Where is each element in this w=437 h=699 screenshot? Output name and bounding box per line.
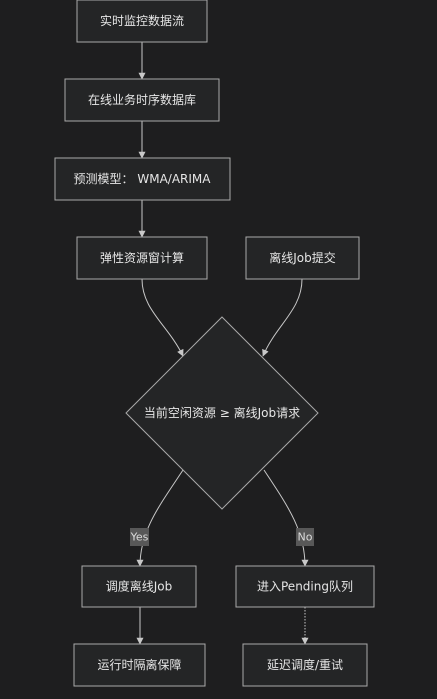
edge-label-yes-text: Yes [130,531,149,544]
node-model: 预测模型： WMA/ARIMA [54,157,231,201]
node-decision-label: 当前空闲资源 ≥ 离线Job请求 [144,405,300,420]
edge-label-yes: Yes [130,528,149,546]
node-elastic: 弹性资源窗计算 [76,236,208,280]
node-pending-label: 进入Pending队列 [257,579,353,594]
node-delay: 延迟调度/重试 [242,643,368,687]
edge-label-no-text: No [298,531,313,544]
edge-elastic-to-decision [141,278,184,357]
edge-decision-to-pending [263,469,309,567]
node-job-submit-label: 离线Job提交 [269,250,336,265]
node-job-submit: 离线Job提交 [245,236,360,280]
node-tsdb: 在线业务时序数据库 [64,78,220,122]
node-delay-label: 延迟调度/重试 [267,657,343,672]
edge-decision-to-schedule [136,469,184,567]
node-isolation-label: 运行时隔离保障 [97,657,181,672]
node-model-label: 预测模型： WMA/ARIMA [74,172,212,186]
node-elastic-label: 弹性资源窗计算 [100,250,184,265]
node-decision: 当前空闲资源 ≥ 离线Job请求 [125,316,319,510]
edge-label-no: No [296,528,314,546]
edges [136,42,309,645]
edge-jobsubmit-to-decision [262,278,303,357]
node-isolation: 运行时隔离保障 [73,643,206,687]
node-schedule-label: 调度离线Job [106,579,173,594]
node-pending: 进入Pending队列 [235,565,375,608]
node-schedule: 调度离线Job [81,565,197,608]
node-stream: 实时监控数据流 [76,0,208,43]
node-tsdb-label: 在线业务时序数据库 [88,92,196,107]
node-stream-label: 实时监控数据流 [100,13,184,28]
